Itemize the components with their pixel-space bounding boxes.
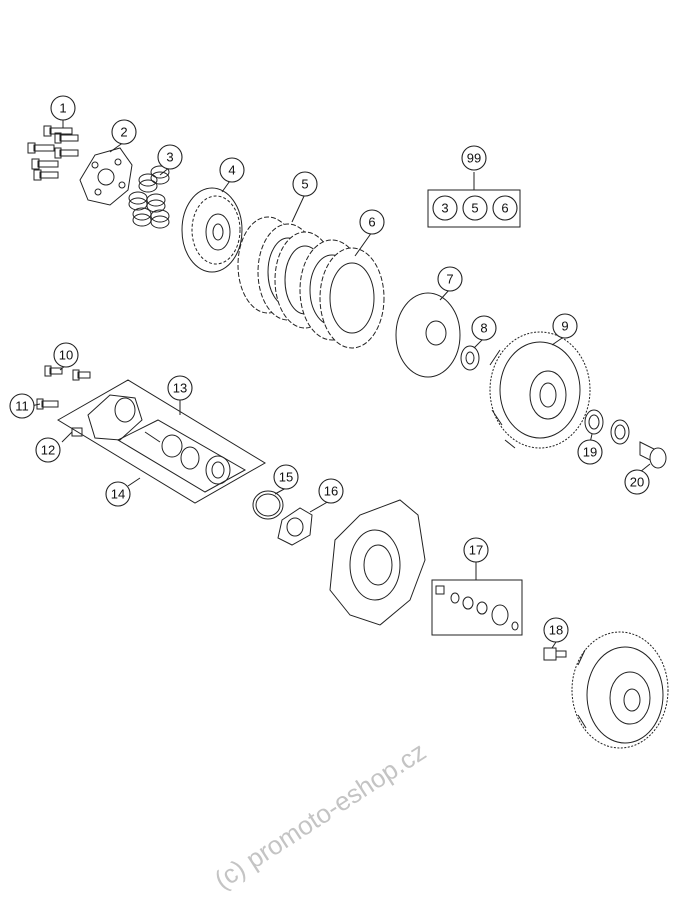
part-clutch-cover <box>329 499 426 626</box>
part-hub-bolt <box>543 647 567 661</box>
callout-label-11: 11 <box>15 399 29 414</box>
part-springs <box>128 165 170 229</box>
callout-circle-14 <box>105 481 131 507</box>
part-pressure-plate <box>79 147 133 206</box>
callout-circle-13 <box>167 375 193 401</box>
callout-label-16: 16 <box>324 484 338 499</box>
callout-label-2: 2 <box>120 125 127 140</box>
kit-item-circle-6 <box>492 195 518 221</box>
callout-circle-3 <box>157 144 183 170</box>
callout-circle-16 <box>318 478 344 504</box>
kit-item-circle-3 <box>432 195 458 221</box>
part-needle-bearing <box>584 409 630 445</box>
callout-circle-7 <box>437 266 463 292</box>
part-bolts <box>27 125 79 181</box>
kit-item-label-3: 3 <box>441 201 448 216</box>
part-seal-kit <box>431 579 523 636</box>
kit-item-label-6: 6 <box>501 201 508 216</box>
part-o-ring <box>252 490 284 520</box>
part-small-screws <box>36 365 91 437</box>
callout-circle-6 <box>359 209 385 235</box>
part-outer-basket <box>489 331 591 449</box>
callout-label-13: 13 <box>173 381 187 396</box>
kit-item-label-5: 5 <box>471 201 478 216</box>
callout-circle-5 <box>292 171 318 197</box>
part-washer <box>460 345 480 371</box>
callout-label-14: 14 <box>111 487 125 502</box>
callout-label-18: 18 <box>549 623 563 638</box>
part-friction-disc <box>395 292 461 378</box>
part-slave-cylinder-kit <box>57 379 266 504</box>
callout-label-7: 7 <box>446 272 453 287</box>
kit-item-circle-5 <box>462 195 488 221</box>
callout-label-4: 4 <box>228 163 235 178</box>
part-piston-kit-box <box>116 419 247 493</box>
callout-circle-19 <box>577 439 603 465</box>
callout-circle-10 <box>53 342 79 368</box>
part-clutch-plates-set-b <box>299 239 385 349</box>
kit-group-box <box>427 189 521 228</box>
callout-label-15: 15 <box>279 470 293 485</box>
part-gasket <box>277 507 313 546</box>
callout-circle-11 <box>9 393 35 419</box>
callout-label-8: 8 <box>480 321 487 336</box>
callout-label-3: 3 <box>166 150 173 165</box>
part-complete-clutch <box>571 631 669 749</box>
callout-circle-8 <box>471 315 497 341</box>
callout-label-17: 17 <box>469 543 483 558</box>
callout-label-1: 1 <box>59 101 66 116</box>
callout-circle-20 <box>624 469 650 495</box>
part-inner-hub <box>181 187 243 273</box>
callout-circle-1 <box>50 95 76 121</box>
callout-circle-9 <box>552 313 578 339</box>
callout-label-9: 9 <box>561 319 568 334</box>
callout-circle-15 <box>273 464 299 490</box>
callout-circle-18 <box>543 617 569 643</box>
callout-label-10: 10 <box>59 348 73 363</box>
callout-label-5: 5 <box>301 177 308 192</box>
callout-circle-17 <box>463 537 489 563</box>
callout-circle-12 <box>35 437 61 463</box>
callout-circle-4 <box>219 157 245 183</box>
part-bushing <box>639 441 667 469</box>
callout-label-19: 19 <box>583 445 597 460</box>
callout-label-99: 99 <box>467 151 481 166</box>
callout-label-20: 20 <box>630 475 644 490</box>
callout-circle-2 <box>111 119 137 145</box>
callout-label-6: 6 <box>368 215 375 230</box>
callout-circle-99 <box>461 145 487 171</box>
callout-label-12: 12 <box>41 443 55 458</box>
watermark-text: (c) promoto-eshop.cz <box>209 736 431 895</box>
